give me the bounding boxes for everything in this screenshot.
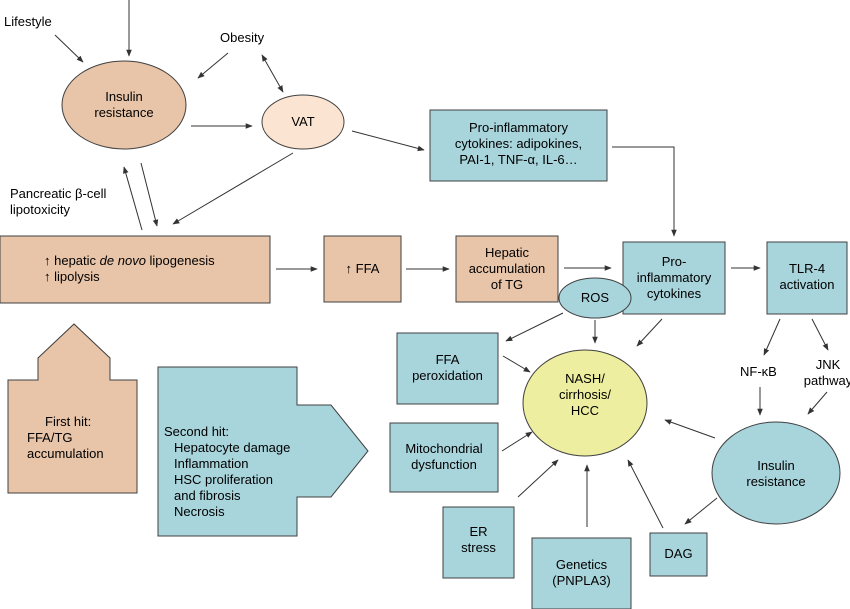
er-stress-box bbox=[442, 506, 515, 579]
arrow-tlr4-to-nfkb bbox=[763, 318, 781, 356]
ffa-up-label: ↑ FFA bbox=[345, 261, 380, 276]
insulin-resistance-top-ellipse bbox=[61, 60, 187, 150]
mitochondrial-box bbox=[389, 422, 499, 493]
arrow-insulin-right-to-nash bbox=[664, 419, 716, 439]
arrow-mito-to-nash bbox=[501, 431, 533, 452]
arrow-vat-to-cytokines bbox=[351, 130, 425, 152]
arrow-er-to-nash bbox=[517, 459, 559, 498]
arrow-dag-to-nash bbox=[627, 459, 664, 529]
arrow-ros-to-ffa-perox bbox=[505, 312, 564, 342]
insulin-resistance-right-label: Insulin resistance bbox=[746, 458, 806, 489]
arrow-vat-to-lipogenesis bbox=[172, 152, 294, 225]
arrow-insulin-to-lipogenesis bbox=[140, 162, 159, 227]
ros-ellipse bbox=[558, 277, 632, 319]
nfkb-label: NF-κB bbox=[740, 364, 777, 379]
ros-label: ROS bbox=[580, 290, 610, 305]
dag-label: DAG bbox=[664, 546, 693, 561]
er-stress-label: ER stress bbox=[461, 524, 496, 555]
nash-ellipse bbox=[522, 349, 648, 457]
arrow-tlr4-to-jnk bbox=[811, 318, 829, 351]
pro-inflammatory-mid-box bbox=[622, 241, 726, 315]
arrow-cytokines-to-nash bbox=[636, 318, 663, 347]
arrow-insulin-right-to-dag bbox=[684, 497, 718, 525]
mitochondrial-label: Mitochondrial dysfunction bbox=[405, 441, 483, 472]
tlr4-box bbox=[766, 241, 848, 315]
arrow-jnk-to-insulin bbox=[807, 391, 828, 415]
arrow-obesity-to-insulin bbox=[197, 52, 229, 79]
arrow-cytokines-top-to-mid bbox=[612, 146, 677, 237]
arrow-lipogenesis-to-insulin bbox=[123, 166, 143, 231]
nash-label: NASH/ cirrhosis/ HCC bbox=[558, 371, 611, 418]
hepatic-tg-box bbox=[455, 235, 559, 303]
insulin-resistance-top-label: Insulin resistance bbox=[94, 89, 154, 120]
arrow-ffa-perox-to-nash bbox=[502, 355, 531, 373]
lipogenesis-label: ↑ hepatic de novo lipogenesis ↑ lipolysi… bbox=[44, 253, 215, 284]
insulin-resistance-right-ellipse bbox=[711, 421, 841, 525]
jnk-label: JNK pathway bbox=[803, 357, 850, 388]
arrow-lifestyle-to-insulin bbox=[54, 34, 84, 63]
arrow-obesity-vat bbox=[261, 54, 284, 93]
genetics-box bbox=[531, 537, 632, 609]
hepatic-tg-label: Hepatic accumulation of TG bbox=[468, 245, 546, 292]
pancreatic-label: Pancreatic β-cell lipotoxicity bbox=[10, 186, 107, 217]
vat-ellipse bbox=[261, 94, 345, 150]
genetics-label: Genetics (PNPLA3) bbox=[552, 557, 611, 588]
pro-inflammatory-mid-label: Pro- inflammatory cytokines bbox=[636, 254, 712, 301]
pro-inflammatory-top-label: Pro-inflammatory cytokines: adipokines, … bbox=[454, 120, 583, 167]
second-hit-block-arrow bbox=[157, 366, 369, 537]
pro-inflammatory-top-box bbox=[429, 109, 608, 182]
lipogenesis-box bbox=[0, 235, 271, 304]
first-hit-block-arrow bbox=[7, 323, 138, 494]
lifestyle-label: Lifestyle bbox=[4, 14, 52, 29]
dag-box bbox=[649, 532, 708, 577]
tlr4-label: TLR-4 activation bbox=[779, 261, 835, 292]
second-hit-label: Second hit: Hepatocyte damage Inflammati… bbox=[164, 424, 291, 519]
ffa-peroxidation-box bbox=[396, 332, 499, 405]
ffa-up-box bbox=[323, 235, 402, 303]
first-hit-label: First hit: FFA/TG accumulation bbox=[27, 414, 104, 461]
obesity-label: Obesity bbox=[220, 30, 265, 45]
vat-label: VAT bbox=[291, 114, 315, 129]
ffa-peroxidation-label: FFA peroxidation bbox=[412, 352, 483, 383]
